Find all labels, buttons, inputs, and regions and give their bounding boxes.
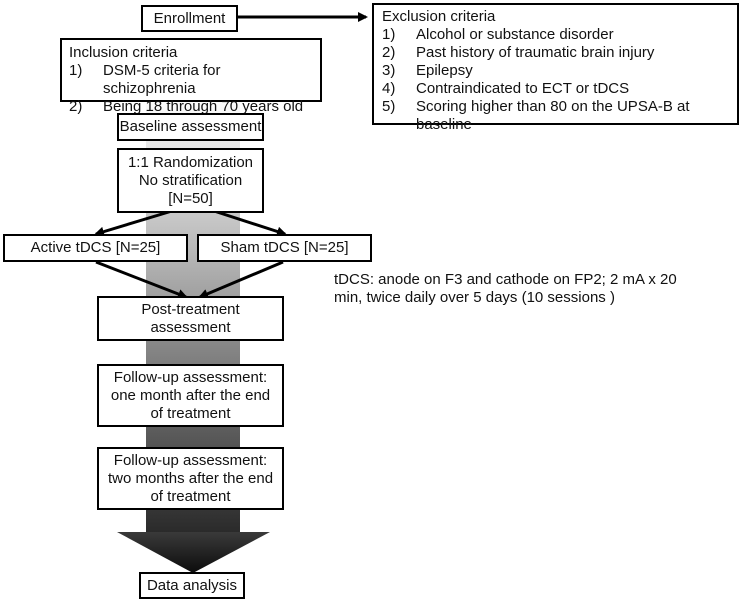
randomization-to-active-arrow [94,209,173,237]
post-treatment-line2: assessment [150,318,231,336]
protocol-line2: min, twice daily over 5 days (10 session… [334,289,615,306]
list-item: 1)DSM-5 criteria for schizophrenia [69,62,221,97]
followup-one-month-box: Follow-up assessment: one month after th… [97,364,284,427]
randomization-line3: [N=50] [168,189,213,207]
list-item: 3)Epilepsy [382,62,473,79]
post-treatment-line1: Post-treatment [141,300,240,318]
followup2-line2: two months after the end [107,469,274,487]
baseline-label: Baseline assessment [119,118,262,135]
exclusion-criteria-box: Exclusion criteria 1)Alcohol or substanc… [372,3,739,133]
active-tdcs-box: Active tDCS [N=25] [3,234,188,262]
sham-to-post-arrow [198,260,284,299]
protocol-line1: tDCS: anode on F3 and cathode on FP2; 2 … [334,271,677,288]
sham-tdcs-box: Sham tDCS [N=25] [197,234,372,262]
list-item: 5)Scoring higher than 80 on the UPSA-B a… [382,98,690,133]
randomization-box: 1:1 Randomization No stratification [N=5… [117,148,264,213]
randomization-line1: 1:1 Randomization [127,153,254,171]
list-item: 1)Alcohol or substance disorder [382,26,614,43]
sham-tdcs-label: Sham tDCS [N=25] [220,239,349,256]
randomization-line2: No stratification [138,171,243,189]
followup2-line3: of treatment [150,487,231,505]
post-treatment-box: Post-treatment assessment [97,296,284,341]
randomization-to-sham-arrow [213,209,287,237]
followup-two-months-box: Follow-up assessment: two months after t… [97,447,284,510]
list-item: 2)Past history of traumatic brain injury [382,44,655,61]
followup1-line2: one month after the end [110,386,271,404]
exclusion-title: Exclusion criteria [382,8,496,25]
tdcs-protocol-note: tDCS: anode on F3 and cathode on FP2; 2 … [334,271,739,307]
inclusion-title: Inclusion criteria [69,44,178,61]
list-item: 4)Contraindicated to ECT or tDCS [382,80,630,97]
followup1-line3: of treatment [150,404,231,422]
enrollment-box: Enrollment [141,5,238,32]
followup2-line1: Follow-up assessment: [113,451,268,469]
followup1-line1: Follow-up assessment: [113,368,268,386]
flow-arrowhead [117,532,270,573]
enrollment-label: Enrollment [153,9,226,27]
active-tdcs-label: Active tDCS [N=25] [30,239,161,256]
data-analysis-label: Data analysis [146,576,238,594]
data-analysis-box: Data analysis [139,572,245,599]
active-to-post-arrow [95,260,188,299]
baseline-assessment-box: Baseline assessment [117,113,264,141]
inclusion-criteria-box: Inclusion criteria 1)DSM-5 criteria for … [60,38,322,115]
list-item: 2)Being 18 through 70 years old [69,98,304,115]
